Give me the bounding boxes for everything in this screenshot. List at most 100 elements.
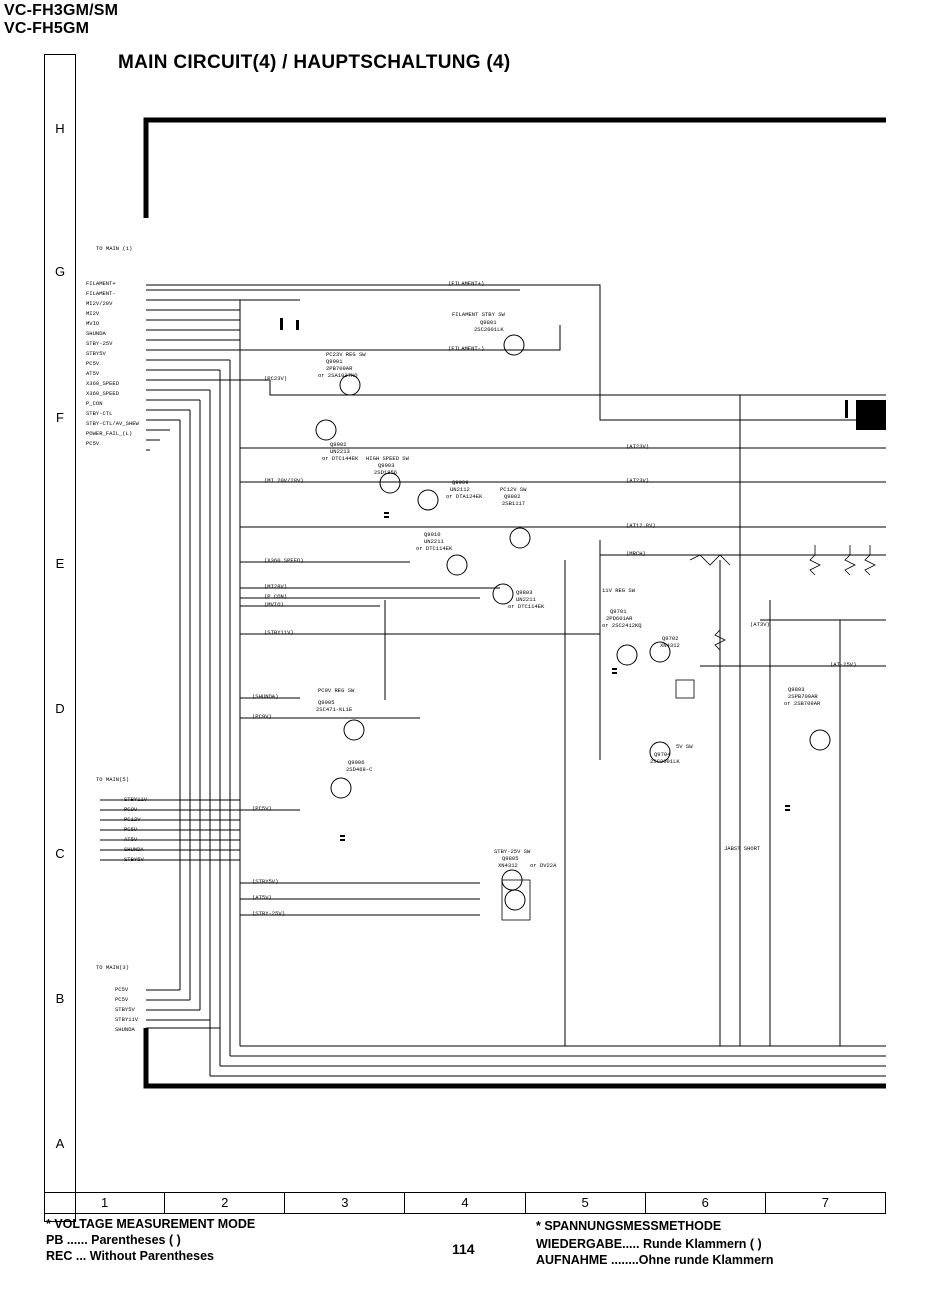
spannung-rec: AUFNAHME ........Ohne runde Klammern bbox=[536, 1253, 774, 1267]
label-q9901-type: 2PB709AR bbox=[326, 365, 353, 372]
label-q9901-alt: or 2SA1037KQ bbox=[318, 372, 358, 379]
label-q9701-alt: or 2SC2412KQ bbox=[602, 622, 642, 629]
net-label: (X360_SPEED) bbox=[264, 557, 304, 564]
net-label: (PC23V) bbox=[264, 375, 288, 382]
label-q9702: Q9702 bbox=[662, 635, 679, 642]
label-q9902-type: UN2213 bbox=[330, 448, 350, 455]
grid-col-label-7: 7 bbox=[764, 1193, 885, 1213]
net-label: (MVIO) bbox=[264, 601, 284, 608]
label-q9910-type: UN2211 bbox=[424, 538, 444, 545]
grid-col-label-1: 1 bbox=[44, 1193, 164, 1213]
grid-col-label-6: 6 bbox=[644, 1193, 765, 1213]
label-q9905-type: 2SC471-KL1E bbox=[316, 706, 353, 713]
voltage-mode-rec: REC ... Without Parentheses bbox=[46, 1249, 214, 1263]
label-q9704-type: 2SC2001LK bbox=[650, 758, 680, 765]
label-q9803: Q9803 bbox=[516, 589, 533, 596]
label-q9906: Q9906 bbox=[348, 759, 365, 766]
connector-g-pin: FILAMENT- bbox=[86, 290, 116, 297]
label-q9701-type: 2PD601AR bbox=[606, 615, 633, 622]
label-q9701: Q9701 bbox=[610, 608, 627, 615]
connector-g-pin: MVIO bbox=[86, 320, 100, 327]
spannung-title: * SPANNUNGSMESSMETHODE bbox=[536, 1219, 722, 1233]
grid-col-label-4: 4 bbox=[404, 1193, 524, 1213]
label-q9909: Q9909 bbox=[452, 479, 469, 486]
label-pc12v-sw: PC12V SW bbox=[500, 486, 527, 493]
net-label: (AT-25V) bbox=[830, 661, 857, 668]
connector-g-pin: STBY-25V bbox=[86, 340, 113, 347]
connector-c-pin: SHUNDA bbox=[124, 846, 144, 853]
label-q9803b-type: 2SPB709AR bbox=[788, 693, 818, 700]
net-label: (MRCH) bbox=[626, 550, 646, 557]
net-label: (MI 20V/28V) bbox=[264, 477, 304, 484]
connector-g-pin: POWER_FAIL_(L) bbox=[86, 430, 133, 437]
connector-g-pin: PC5V bbox=[86, 440, 100, 447]
label-high-speed-sw: HIGH SPEED SW bbox=[366, 455, 409, 462]
label-q9803b: Q9803 bbox=[788, 686, 805, 693]
label-q9903-type: 2SD1856 bbox=[374, 469, 398, 476]
net-label: (STBY11V) bbox=[264, 629, 294, 636]
connector-g-pin: X360_SPEED bbox=[86, 380, 120, 387]
label-q9909-alt: or DTA124EK bbox=[446, 493, 483, 500]
connector-c-pin: STBY5V bbox=[124, 856, 144, 863]
connector-c-pin: AT5V bbox=[124, 836, 138, 843]
label-11v-reg: 11V REG SW bbox=[602, 587, 636, 594]
model-line-2: VC-FH5GM bbox=[4, 20, 90, 37]
label-q9909-type: UN2112 bbox=[450, 486, 470, 493]
grid-row-label-b: B bbox=[55, 991, 65, 1006]
label-q9802: Q9802 bbox=[504, 493, 521, 500]
label-q9902: Q9902 bbox=[330, 441, 347, 448]
connector-b-pin: STBY11V bbox=[115, 1016, 139, 1023]
label-q9803-alt: or DTC114EK bbox=[508, 603, 545, 610]
connector-c-pin: STBY11V bbox=[124, 796, 148, 803]
label-q9702-type: XN4312 bbox=[660, 642, 680, 649]
connector-c-pin: PC9V bbox=[124, 806, 138, 813]
label-stby25v-sw: STBY-25V SW bbox=[494, 848, 531, 855]
connector-g-pin: MI2V/20V bbox=[86, 300, 113, 307]
connector-g-pin: MI2V bbox=[86, 310, 100, 317]
label-q9803b-alt: or 2SB709AR bbox=[784, 700, 821, 707]
connector-g-pin: SHUNDA bbox=[86, 330, 106, 337]
label-jumper: JABST SHORT bbox=[724, 845, 761, 852]
connector-g-pin: STBY-CTL bbox=[86, 410, 113, 417]
page-number: 114 bbox=[452, 1241, 475, 1257]
label-q9805: Q9805 bbox=[502, 855, 519, 862]
grid-row-label-g: G bbox=[54, 264, 66, 279]
label-q9801: Q9801 bbox=[480, 319, 497, 326]
net-label: (STBY-25V) bbox=[252, 910, 286, 917]
label-q9805-alt: or DV22A bbox=[530, 862, 557, 869]
label-5v-sw: 5V SW bbox=[676, 743, 693, 750]
net-label: (AT23V) bbox=[626, 443, 650, 450]
connector-b-pin: PC5V bbox=[115, 986, 129, 993]
connector-b-title: TO MAIN(3) bbox=[96, 964, 130, 971]
label-q9805-type: XN4312 bbox=[498, 862, 518, 869]
label-q9910-alt: or DTC114EK bbox=[416, 545, 453, 552]
label-q9704: Q9704 bbox=[654, 751, 671, 758]
connector-g-pin: STBY5V bbox=[86, 350, 106, 357]
net-label: (PC9V) bbox=[252, 713, 272, 720]
grid-row-label-e: E bbox=[55, 556, 65, 571]
schematic-drawing bbox=[100, 117, 886, 1089]
grid-row-label-f: F bbox=[56, 410, 64, 425]
voltage-mode-pb: PB ...... Parentheses ( ) bbox=[46, 1233, 181, 1247]
voltage-mode-title: * VOLTAGE MEASUREMENT MODE bbox=[46, 1217, 256, 1231]
net-label: (PC5V) bbox=[252, 805, 272, 812]
net-label: (AT12.8V) bbox=[626, 522, 656, 529]
grid-row-label-h: H bbox=[55, 121, 65, 136]
net-label: (AT23V) bbox=[626, 477, 650, 484]
net-label: (MI28V) bbox=[264, 583, 288, 590]
grid-col-label-5: 5 bbox=[524, 1193, 645, 1213]
label-filament-sw: FILAMENT STBY SW bbox=[452, 311, 505, 318]
connector-c-pin: PC12V bbox=[124, 816, 141, 823]
net-label: (P_CON) bbox=[264, 593, 288, 600]
connector-g-pin: AT5V bbox=[86, 370, 100, 377]
connector-g-pin: PC5V bbox=[86, 360, 100, 367]
grid-col-label-3: 3 bbox=[284, 1193, 404, 1213]
grid-row-label-a: A bbox=[55, 1136, 65, 1151]
label-q9802-type: 2SB1117 bbox=[502, 500, 526, 507]
grid-row-label-c: C bbox=[55, 846, 65, 861]
page-title: MAIN CIRCUIT(4) / HAUPTSCHALTUNG (4) bbox=[118, 52, 511, 73]
grid-column-bar: 1 2 3 4 5 6 7 bbox=[44, 1192, 886, 1214]
label-q9903: Q9903 bbox=[378, 462, 395, 469]
label-q9910: Q9910 bbox=[424, 531, 441, 538]
spannung-pb: WIEDERGABE..... Runde Klammern ( ) bbox=[536, 1237, 762, 1251]
